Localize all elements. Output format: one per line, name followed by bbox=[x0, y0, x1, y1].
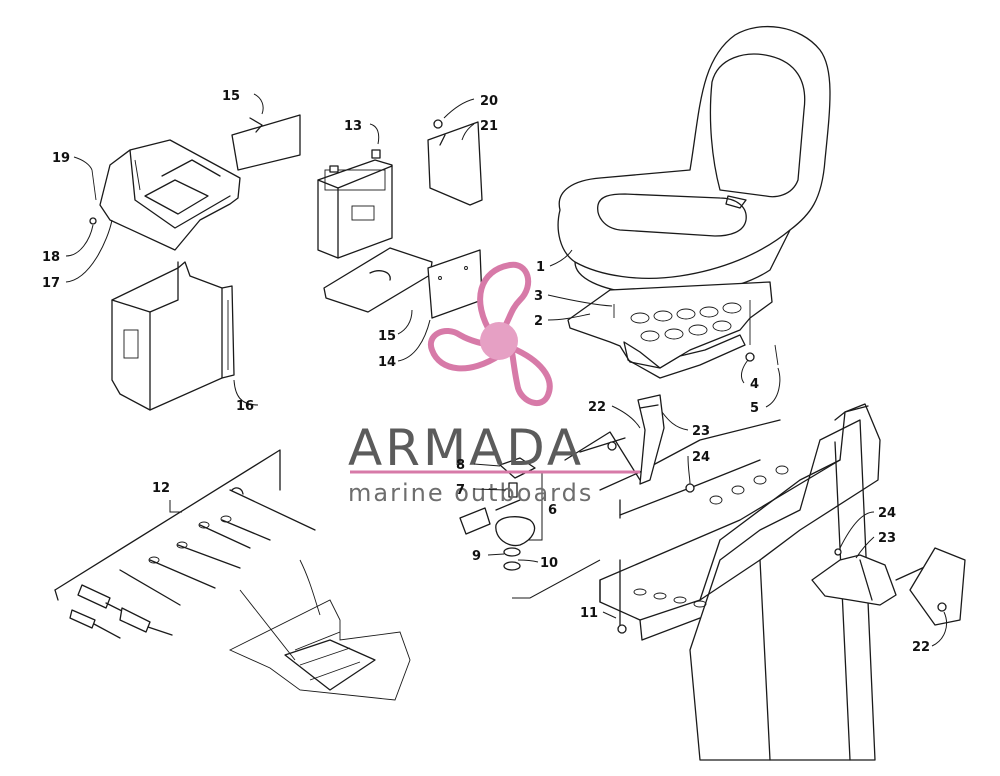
callout-11: 11 bbox=[580, 606, 598, 621]
callout-24-left: 24 bbox=[692, 450, 710, 465]
callout-13: 13 bbox=[344, 119, 362, 134]
callout-21: 21 bbox=[480, 119, 498, 134]
callout-24-right: 24 bbox=[878, 506, 896, 521]
seat-latch-assembly bbox=[459, 457, 601, 599]
armada-watermark: ARMADA marine outboards bbox=[348, 261, 640, 507]
callout-23-left: 23 bbox=[692, 424, 710, 439]
callout-2: 2 bbox=[534, 314, 543, 329]
callout-19: 19 bbox=[52, 151, 70, 166]
callout-1: 1 bbox=[536, 260, 545, 275]
callout-16: 16 bbox=[236, 399, 254, 414]
callout-15-lower: 15 bbox=[378, 329, 396, 344]
battery-tray-assembly bbox=[89, 139, 241, 411]
callout-8: 8 bbox=[456, 458, 465, 473]
propeller-logo-icon bbox=[427, 261, 553, 407]
seat-belt-assembly bbox=[564, 394, 966, 626]
callout-18: 18 bbox=[42, 250, 60, 265]
battery-and-pads bbox=[231, 114, 483, 319]
callout-20: 20 bbox=[480, 94, 498, 109]
callout-6: 6 bbox=[548, 503, 557, 518]
callout-labels: 15 13 20 21 19 18 17 16 12 15 14 1 3 2 4… bbox=[42, 89, 930, 655]
callout-17: 17 bbox=[42, 276, 60, 291]
frame-assembly bbox=[599, 403, 881, 761]
callout-4: 4 bbox=[750, 377, 759, 392]
tool-kit-assembly bbox=[54, 449, 411, 701]
callout-3: 3 bbox=[534, 289, 543, 304]
battery-cover bbox=[427, 119, 483, 206]
callout-9: 9 bbox=[472, 549, 481, 564]
watermark-tagline: marine outboards bbox=[348, 479, 593, 507]
watermark-brand: ARMADA bbox=[348, 419, 584, 477]
seat-assembly bbox=[557, 25, 831, 379]
callout-15-top: 15 bbox=[222, 89, 240, 104]
callout-22-right: 22 bbox=[912, 640, 930, 655]
callout-7: 7 bbox=[456, 483, 465, 498]
callout-23-right: 23 bbox=[878, 531, 896, 546]
callout-leaders bbox=[65, 93, 947, 647]
callout-5: 5 bbox=[750, 401, 759, 416]
callout-14: 14 bbox=[378, 355, 396, 370]
callout-12: 12 bbox=[152, 481, 170, 496]
callout-10: 10 bbox=[540, 556, 558, 571]
callout-22-left: 22 bbox=[588, 400, 606, 415]
